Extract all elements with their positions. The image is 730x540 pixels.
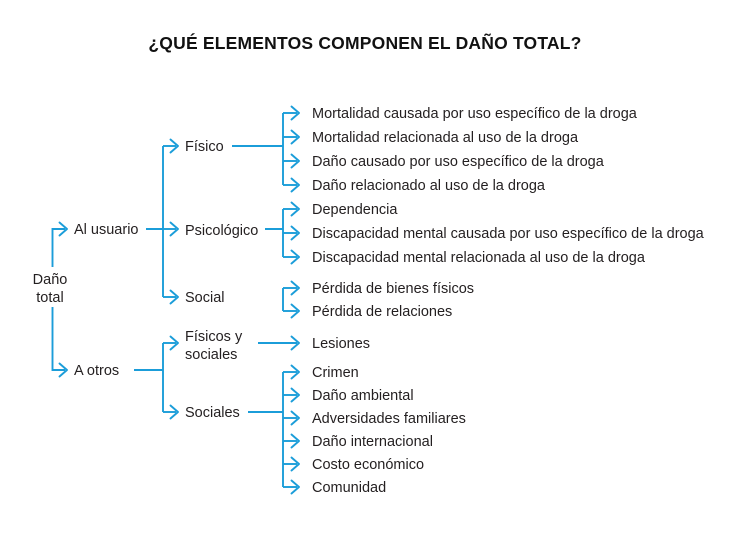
leaf-label-9: Pérdida de relaciones: [312, 304, 452, 320]
leaf-label-6: Discapacidad mental causada por uso espe…: [312, 226, 705, 242]
connector-social-leaf-2: [283, 303, 300, 319]
connector-alusuario-to-psicologico: [163, 221, 179, 237]
connector-social-leaf-1: [283, 280, 300, 296]
connector-psicologico-leaf-2: [283, 225, 300, 241]
connector-sociales-leaf-6: [283, 479, 300, 495]
connector-fisico-leaf-2: [283, 129, 300, 145]
leaf-label-14: Daño internacional: [312, 434, 433, 450]
node-fisicos-y-sociales-line2: sociales: [185, 347, 237, 363]
leaf-label-3: Daño causado por uso específico de la dr…: [312, 154, 605, 170]
node-psicologico: Psicológico: [185, 223, 258, 239]
node-fisicos-y-sociales-line1: Físicos y: [185, 329, 243, 345]
node-al-usuario: Al usuario: [74, 222, 138, 238]
leaf-label-15: Costo económico: [312, 457, 424, 473]
connector-sociales-leaf-2: [283, 387, 300, 403]
connector-alusuario-to-fisico: [163, 138, 179, 154]
leaf-label-5: Dependencia: [312, 202, 398, 218]
leaf-label-1: Mortalidad causada por uso específico de…: [312, 106, 638, 122]
node-social: Social: [185, 290, 225, 306]
connector-root-to-alusuario: [51, 221, 68, 267]
connector-sociales-leaf-3: [283, 410, 300, 426]
connector-alusuario-to-social: [163, 289, 179, 305]
leaf-label-7: Discapacidad mental relacionada al uso d…: [312, 250, 646, 266]
node-fisico: Físico: [185, 139, 224, 155]
connector-sociales-leaf-4: [283, 433, 300, 449]
leaf-label-8: Pérdida de bienes físicos: [312, 281, 474, 297]
node-sociales: Sociales: [185, 405, 240, 421]
connector-root-to-aotros: [51, 307, 68, 378]
root-node-label-line1: Daño: [33, 272, 68, 288]
connector-fisico-leaf-3: [283, 153, 300, 169]
node-a-otros: A otros: [74, 363, 119, 379]
leaf-label-2: Mortalidad relacionada al uso de la drog…: [312, 130, 579, 146]
connector-psicologico-leaf-1: [283, 201, 300, 217]
connector-aotros-to-fisicos-sociales: [163, 335, 179, 351]
connector-fisico-leaf-1: [283, 105, 300, 121]
leaf-label-10: Lesiones: [312, 336, 370, 352]
root-node-label-line2: total: [36, 290, 63, 306]
connector-psicologico-leaf-3: [283, 249, 300, 265]
leaf-label-4: Daño relacionado al uso de la droga: [312, 178, 546, 194]
connector-aotros-to-sociales: [163, 404, 179, 420]
connector-sociales-leaf-5: [283, 456, 300, 472]
leaf-label-11: Crimen: [312, 365, 359, 381]
leaf-label-16: Comunidad: [312, 480, 386, 496]
leaf-label-12: Daño ambiental: [312, 388, 414, 404]
leaf-label-13: Adversidades familiares: [312, 411, 466, 427]
connector-sociales-leaf-1: [283, 364, 300, 380]
connector-fisico-leaf-4: [283, 177, 300, 193]
page-title: ¿QUÉ ELEMENTOS COMPONEN EL DAÑO TOTAL?: [148, 33, 582, 53]
connector-fisicos-sociales-leaf-1: [258, 335, 300, 351]
